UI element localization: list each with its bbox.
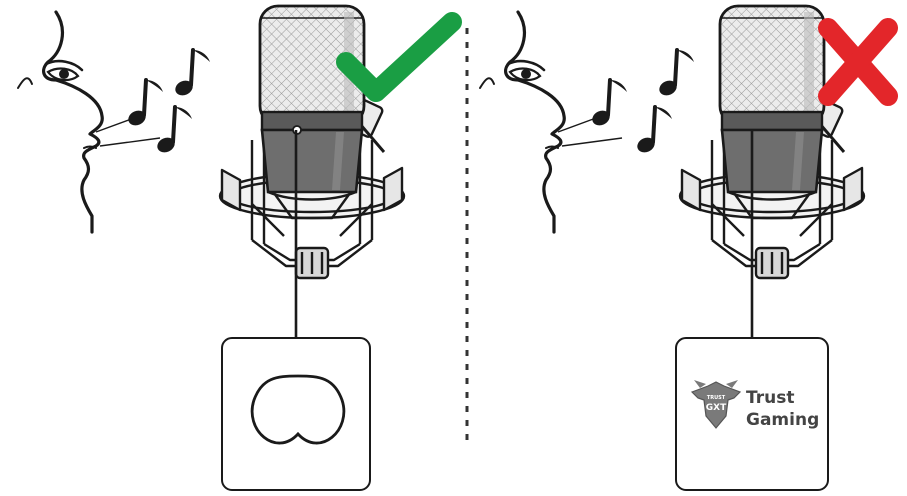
brand-name-line-1: Trust	[746, 388, 794, 408]
music-note-icon	[657, 50, 694, 98]
brand-name-line-2: Gaming	[746, 410, 819, 430]
music-note-icon	[635, 107, 672, 155]
logo-line-2: GXT	[706, 403, 727, 413]
music-note-icon	[126, 80, 163, 128]
microphone-icon	[220, 6, 404, 278]
sound-lines	[96, 118, 160, 146]
cross-icon	[828, 28, 888, 96]
sound-lines	[558, 118, 622, 146]
music-note-icon	[155, 107, 192, 155]
left-panel	[18, 6, 452, 490]
face-profile-icon	[480, 12, 564, 232]
music-note-icon	[590, 80, 627, 128]
polar-pattern-card	[222, 338, 370, 490]
right-panel: TRUST GXT Trust Gaming	[480, 6, 888, 490]
logo-line-1: TRUST	[707, 395, 726, 401]
face-profile-icon	[18, 12, 102, 232]
music-note-icon	[173, 50, 210, 98]
